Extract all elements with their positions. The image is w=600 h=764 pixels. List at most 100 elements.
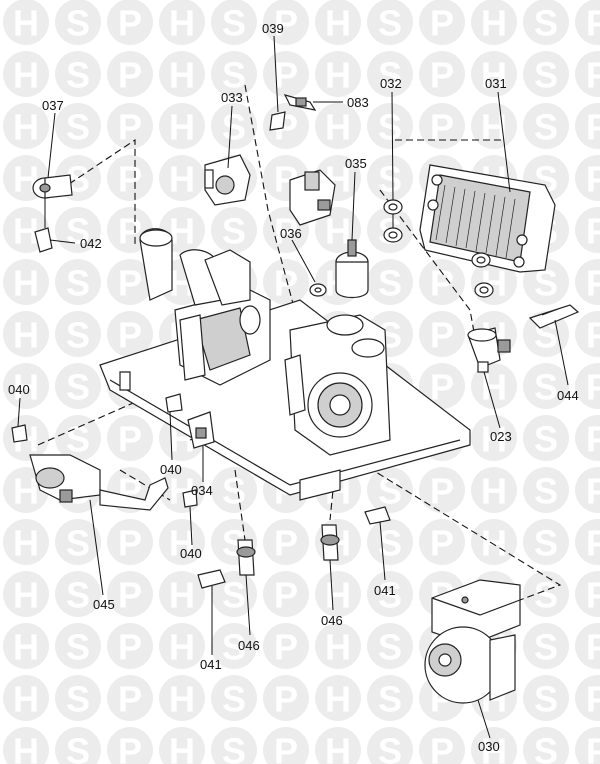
watermark-letter: S (534, 471, 558, 512)
watermark-letter: H (481, 367, 507, 408)
watermark-circle (263, 675, 309, 721)
watermark-letter: P (586, 679, 600, 720)
watermark-letter: S (378, 55, 402, 96)
watermark-circle (107, 259, 153, 305)
part-040-clip-b (165, 393, 183, 413)
watermark-circle (367, 571, 413, 617)
watermark-circle (523, 623, 569, 669)
watermark-circle (315, 675, 361, 721)
watermark-circle (367, 675, 413, 721)
watermark-letter: H (325, 731, 351, 764)
watermark-letter: S (222, 107, 246, 148)
watermark-letter: P (118, 419, 142, 460)
label-030: 030 (478, 739, 500, 754)
watermark-letter: P (274, 627, 298, 668)
watermark-circle (523, 51, 569, 97)
watermark-letter: H (481, 3, 507, 44)
part-031-plate-heat-exchanger (419, 164, 556, 273)
watermark-circle (211, 675, 257, 721)
watermark-letter: S (66, 211, 90, 252)
watermark-circle (211, 0, 257, 45)
watermark-circle (159, 0, 205, 45)
part-046-fitting-a (236, 539, 256, 576)
watermark-letter: P (118, 523, 142, 564)
watermark-circle (523, 103, 569, 149)
watermark-letter: S (378, 471, 402, 512)
watermark-circle (107, 727, 153, 764)
watermark-letter: S (66, 679, 90, 720)
watermark-letter: P (586, 263, 600, 304)
watermark-circle (3, 0, 49, 45)
watermark-letter: P (430, 55, 454, 96)
watermark-circle (107, 623, 153, 669)
label-034: 034 (191, 483, 213, 498)
watermark-letter: H (13, 55, 39, 96)
watermark-circle (107, 51, 153, 97)
watermark-circle (367, 623, 413, 669)
watermark-letter: S (222, 627, 246, 668)
watermark-circle (471, 51, 517, 97)
part-037-filling-connector (32, 174, 73, 199)
watermark-circle (3, 571, 49, 617)
watermark-letter: P (274, 731, 298, 764)
watermark-circle (107, 155, 153, 201)
watermark-circle (263, 0, 309, 45)
watermark-circle (315, 571, 361, 617)
watermark-circle (3, 311, 49, 357)
watermark-circle (159, 155, 205, 201)
watermark-circle (263, 623, 309, 669)
watermark-letter: P (118, 263, 142, 304)
watermark-circle (523, 363, 569, 409)
watermark-letter: S (222, 575, 246, 616)
watermark-letter: H (169, 627, 195, 668)
watermark-letter: S (66, 575, 90, 616)
watermark-letter: S (66, 263, 90, 304)
watermark-letter: P (118, 315, 142, 356)
watermark-letter: P (586, 159, 600, 200)
watermark-circle (367, 51, 413, 97)
label-023: 023 (490, 429, 512, 444)
watermark-circle (575, 571, 600, 617)
label-031: 031 (485, 76, 507, 91)
watermark-circle (3, 51, 49, 97)
watermark-letter: S (378, 107, 402, 148)
watermark-letter: S (534, 731, 558, 764)
watermark-circle (575, 51, 600, 97)
label-033: 033 (221, 90, 243, 105)
watermark-circle (55, 519, 101, 565)
watermark-letter: P (430, 471, 454, 512)
watermark-letter: P (118, 107, 142, 148)
watermark-letter: P (118, 575, 142, 616)
watermark-circle (159, 623, 205, 669)
watermark-letter: S (378, 731, 402, 764)
watermark-letter: S (378, 679, 402, 720)
watermark-letter: H (169, 159, 195, 200)
watermark-letter: H (13, 107, 39, 148)
watermark-circle (55, 727, 101, 764)
watermark-letter: S (222, 731, 246, 764)
watermark-letter: P (274, 679, 298, 720)
watermark-circle (367, 0, 413, 45)
part-023-pressure-relief-valve (467, 327, 511, 373)
watermark-letter: S (222, 55, 246, 96)
watermark-circle (107, 103, 153, 149)
watermark-circle (575, 623, 600, 669)
watermark-circle (419, 727, 465, 764)
watermark-circle (107, 311, 153, 357)
watermark-circle (367, 103, 413, 149)
watermark-circle (367, 155, 413, 201)
watermark-letter: S (534, 679, 558, 720)
watermark-circle (55, 311, 101, 357)
watermark-letter: H (13, 315, 39, 356)
watermark-letter: P (118, 627, 142, 668)
watermark-circle (3, 623, 49, 669)
part-036-washer (309, 283, 327, 297)
watermark-circle (419, 311, 465, 357)
watermark-circle (419, 467, 465, 513)
watermark-letter: S (66, 627, 90, 668)
watermark-circle (55, 363, 101, 409)
watermark-circle (3, 519, 49, 565)
watermark-circle (3, 675, 49, 721)
watermark-letter: S (534, 107, 558, 148)
